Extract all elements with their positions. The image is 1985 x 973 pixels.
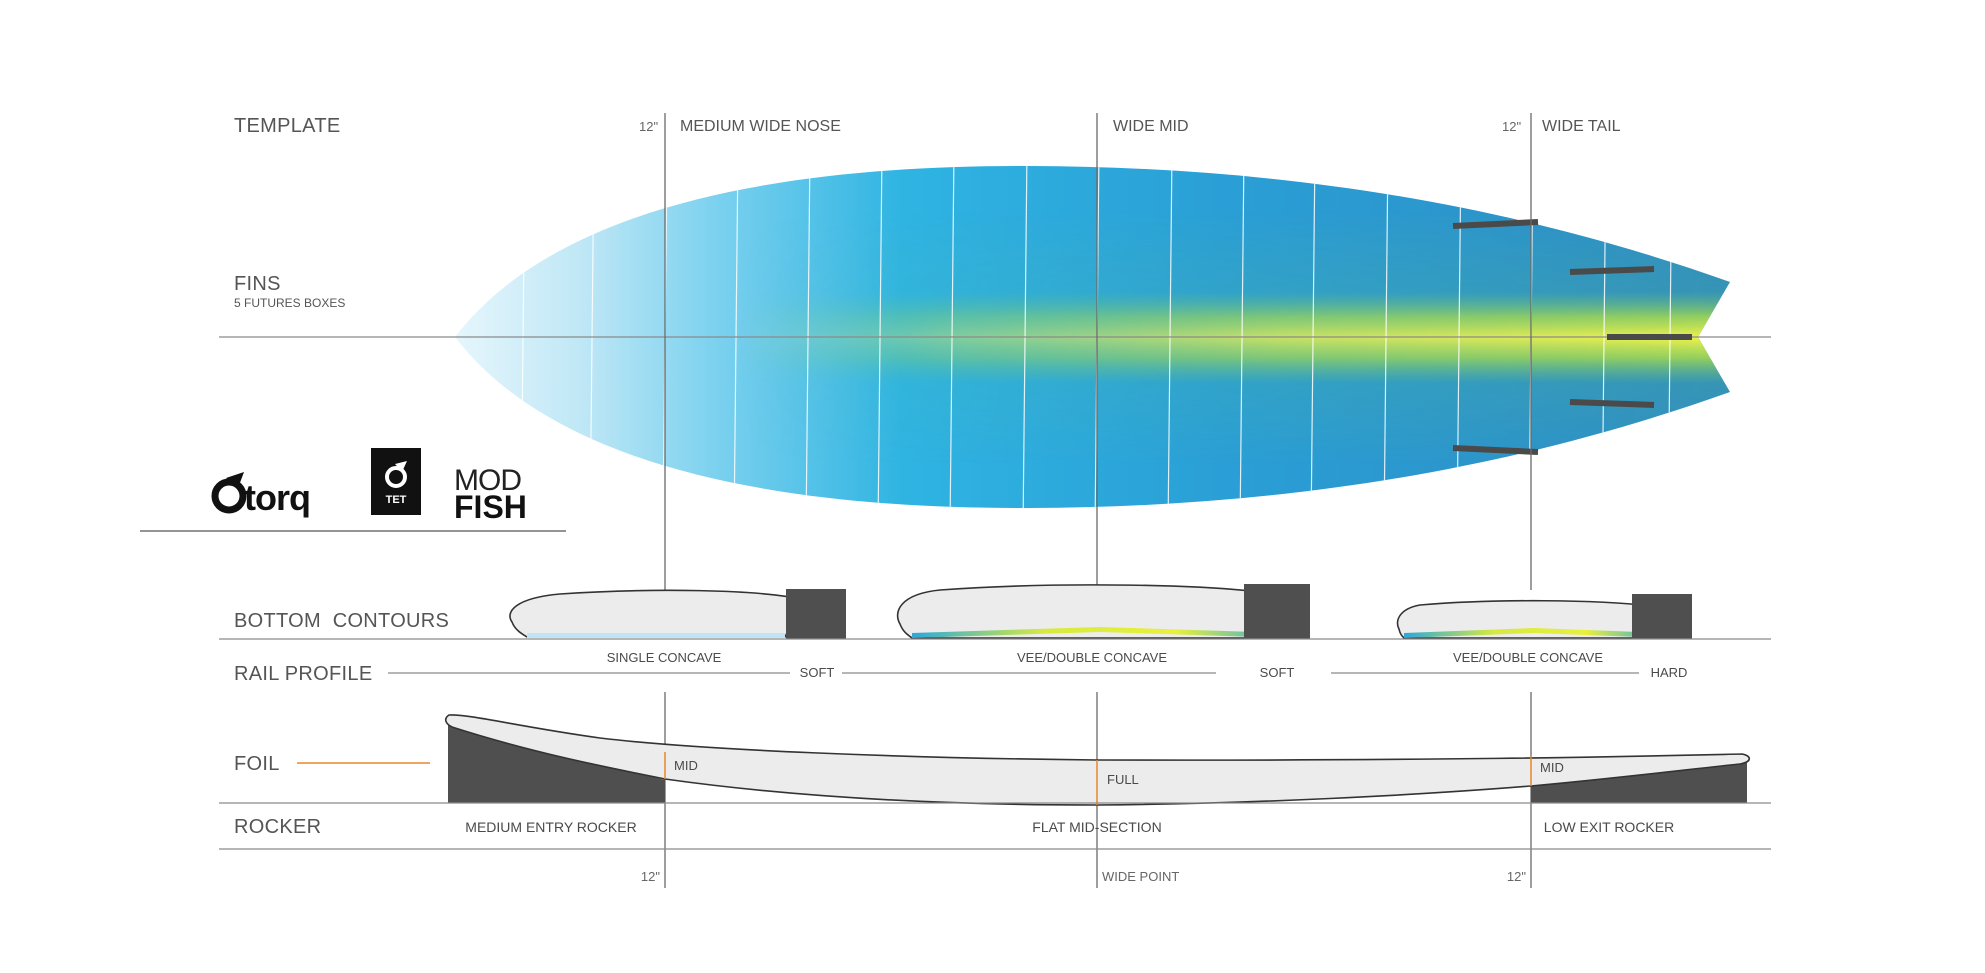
rail-block-mid — [1244, 584, 1310, 639]
bottom-contours — [219, 584, 1771, 640]
rocker-block-tail — [1531, 760, 1747, 803]
foil-label-tail: MID — [1540, 760, 1564, 775]
section-fins: FINS — [234, 273, 281, 295]
station-line — [1310, 165, 1316, 509]
station-line — [1383, 165, 1389, 509]
section-rail-profile: RAIL PROFILE — [234, 663, 372, 685]
station-line — [877, 165, 883, 509]
station-line — [733, 165, 739, 509]
template-mid-label: WIDE MID — [1113, 118, 1189, 135]
torq-logo: torq — [211, 472, 311, 518]
torq-logo-text: torq — [244, 477, 310, 518]
station-line — [1022, 165, 1028, 509]
bottom-12in-mark-left: 12" — [641, 869, 660, 884]
station-line — [805, 165, 811, 509]
section-rocker: ROCKER — [234, 816, 321, 838]
rail-label-nose: SOFT — [800, 665, 835, 680]
foil-label-mid: FULL — [1107, 772, 1139, 787]
foil-profile-shape — [444, 714, 1751, 806]
contour-vee-fill — [912, 627, 1288, 638]
tet-logo: TET — [371, 448, 421, 515]
rocker-label-nose: MEDIUM ENTRY ROCKER — [465, 819, 636, 835]
template-nose-label: MEDIUM WIDE NOSE — [680, 118, 841, 135]
section-foil: FOIL — [234, 753, 280, 775]
station-line — [1456, 165, 1462, 509]
board-outline — [455, 165, 1730, 509]
mod-fish-logo: MOD FISH — [454, 464, 527, 525]
rocker-label-tail: LOW EXIT ROCKER — [1544, 819, 1674, 835]
template-tail-label: WIDE TAIL — [1542, 118, 1621, 135]
contour-label-tail: VEE/DOUBLE CONCAVE — [1453, 650, 1603, 665]
foil-rocker-profile — [219, 714, 1771, 850]
fin-box-icon — [1452, 219, 1539, 229]
rocker-label-mid: FLAT MID-SECTION — [1032, 819, 1161, 835]
rail-label-mid: SOFT — [1260, 665, 1295, 680]
tail-12in-mark: 12" — [1502, 119, 1521, 134]
rail-block-tail — [1632, 594, 1692, 639]
wide-point-label: WIDE POINT — [1102, 869, 1179, 884]
contour-nose-section — [509, 589, 813, 638]
tet-logo-text: TET — [386, 494, 407, 506]
fin-boxes — [1452, 219, 1692, 455]
section-bottom-contours: BOTTOM CONTOURS — [234, 610, 449, 632]
bottom-12in-mark-right: 12" — [1507, 869, 1526, 884]
fin-box-icon — [1569, 266, 1655, 275]
contour-concave-fill — [527, 633, 785, 638]
brand-logos: torq TET MOD FISH — [140, 448, 566, 532]
model-name-bottom: FISH — [454, 489, 527, 525]
foil-label-nose: MID — [674, 758, 698, 773]
fin-box-icon — [1569, 399, 1655, 408]
station-line — [949, 165, 955, 509]
section-template: TEMPLATE — [234, 115, 341, 137]
contour-label-mid: VEE/DOUBLE CONCAVE — [1017, 650, 1167, 665]
rail-block-nose — [786, 589, 846, 639]
contour-vee-fill — [1404, 628, 1664, 638]
station-line — [1239, 165, 1245, 509]
fins-subtitle: 5 FUTURES BOXES — [234, 296, 345, 310]
model-name-top: MOD — [454, 464, 521, 497]
fin-box-icon — [1452, 445, 1539, 455]
contour-label-nose: SINGLE CONCAVE — [607, 650, 722, 665]
nose-12in-mark: 12" — [639, 119, 658, 134]
rail-label-tail: HARD — [1651, 665, 1688, 680]
station-line — [1167, 165, 1173, 509]
